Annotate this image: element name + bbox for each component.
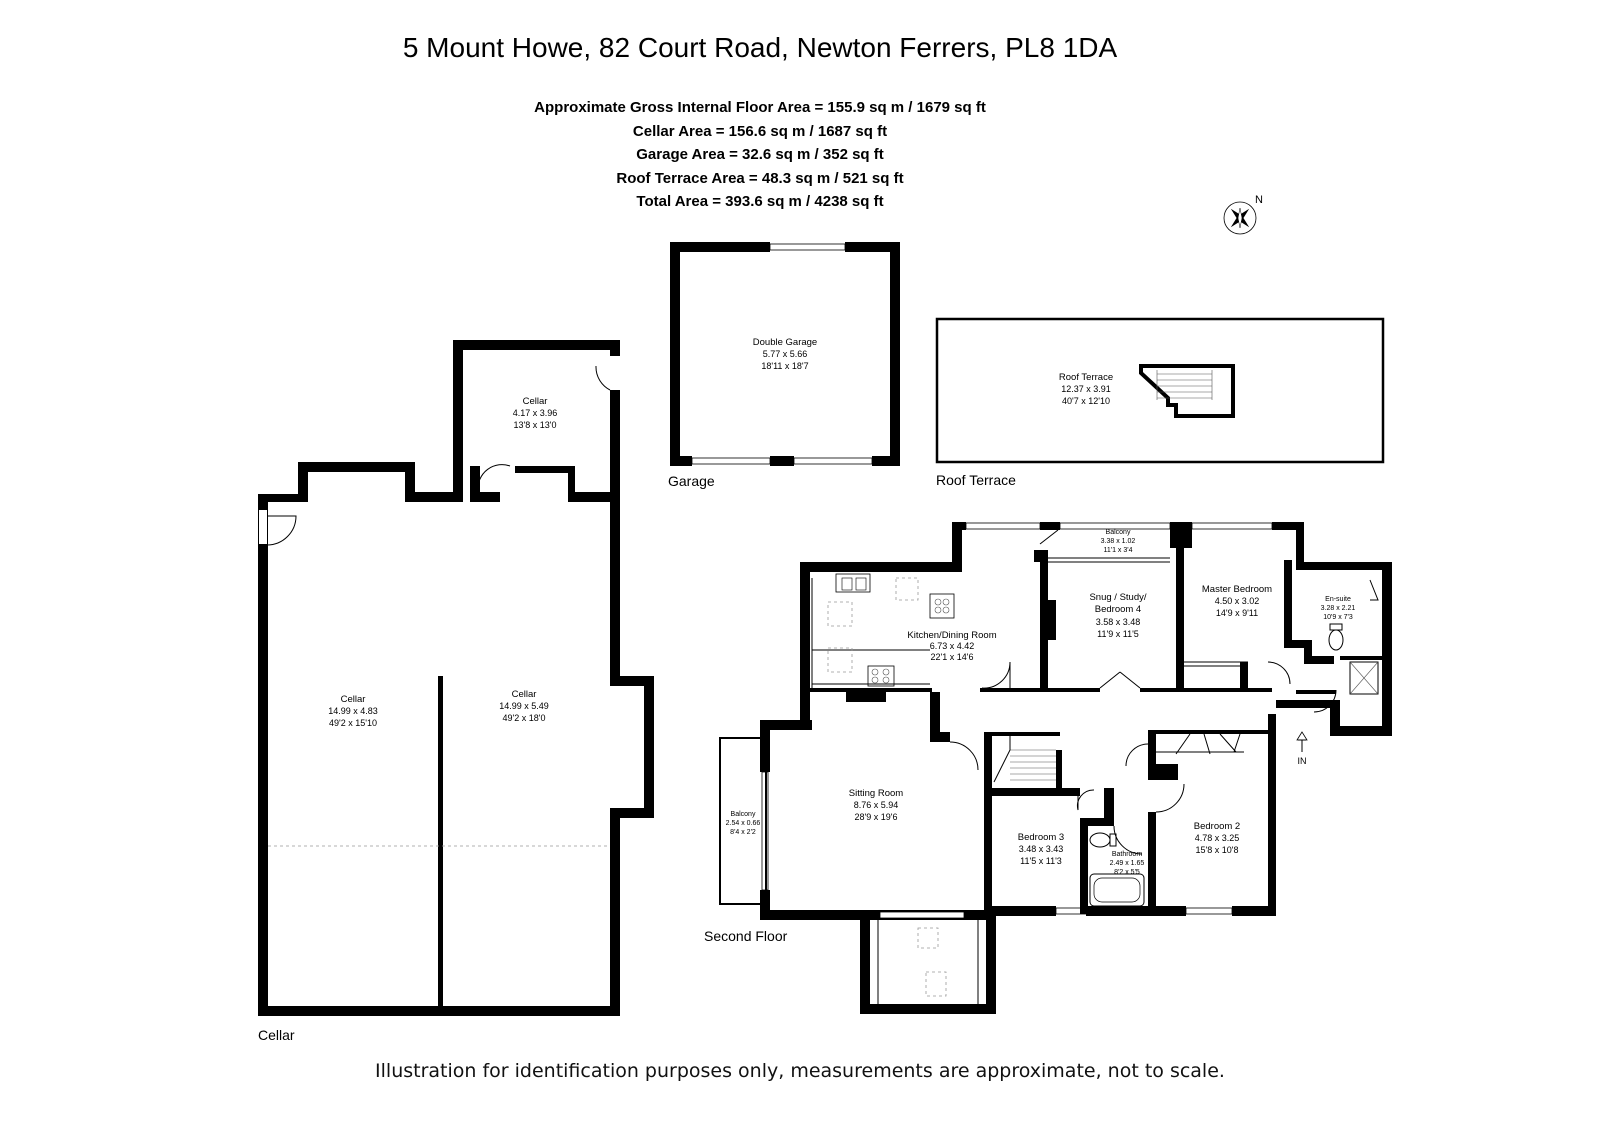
cellar-small-metric: 4.17 x 3.96 (513, 408, 558, 418)
roof-terrace-area: Roof Terrace Area = 48.3 sq m / 521 sq f… (616, 169, 904, 187)
double-garage-imperial: 18'11 x 18'7 (761, 361, 808, 371)
kitchen-metric: 6.73 x 4.42 (930, 641, 975, 651)
total-area: Total Area = 393.6 sq m / 4238 sq ft (636, 193, 884, 210)
bedroom-3-metric: 3.48 x 3.43 (1019, 844, 1064, 854)
cellar-right-name: Cellar (512, 689, 537, 700)
bedroom-2-name: Bedroom 2 (1194, 821, 1240, 832)
cellar-left-name: Cellar (341, 694, 366, 705)
cellar-area: Cellar Area = 156.6 sq m / 1687 sq ft (632, 122, 888, 140)
balcony-top-imperial: 11'1 x 3'4 (1103, 547, 1132, 554)
second-floor-plan: IN Kitchen/Dining Room 6.73 x 4.42 22'1 … (704, 522, 1392, 1014)
master-bedroom-metric: 4.50 x 3.02 (1215, 596, 1260, 606)
bedroom-2-metric: 4.78 x 3.25 (1195, 833, 1240, 843)
snug-imperial: 11'9 x 11'5 (1097, 629, 1139, 639)
cellar-right-imperial: 49'2 x 18'0 (503, 713, 546, 723)
compass-icon: N (1223, 194, 1263, 235)
bedroom-3-name: Bedroom 3 (1018, 832, 1064, 843)
garage-plan: Double Garage 5.77 x 5.66 18'11 x 18'7 G… (668, 242, 900, 489)
balcony-left-imperial: 8'4 x 2'2 (730, 829, 756, 836)
cellar-left-imperial: 49'2 x 15'10 (329, 718, 377, 728)
bedroom-2-imperial: 15'8 x 10'8 (1196, 845, 1239, 855)
bathroom-imperial: 8'2 x 5'5 (1114, 869, 1140, 876)
snug-name-line1: Snug / Study/ (1089, 592, 1146, 603)
ensuite-imperial: 10'9 x 7'3 (1323, 614, 1353, 621)
snug-metric: 3.58 x 3.48 (1096, 617, 1141, 627)
balcony-left-metric: 2.54 x 0.66 (726, 820, 761, 827)
roof-terrace-plan: Roof Terrace 12.37 x 3.91 40'7 x 12'10 R… (935, 317, 1385, 488)
balcony-top-metric: 3.38 x 1.02 (1101, 538, 1136, 545)
sitting-room-name: Sitting Room (849, 788, 903, 799)
sitting-room-imperial: 28'9 x 19'6 (855, 812, 898, 822)
bedroom-3-imperial: 11'5 x 11'3 (1020, 856, 1062, 866)
second-floor-section-label: Second Floor (704, 928, 788, 944)
balcony-top-name: Balcony (1106, 529, 1131, 536)
master-bedroom-name: Master Bedroom (1202, 584, 1272, 595)
balcony-left-name: Balcony (731, 811, 756, 818)
area-summary: Approximate Gross Internal Floor Area = … (400, 96, 1120, 214)
kitchen-imperial: 22'1 x 14'6 (931, 652, 974, 662)
snug-name-line2: Bedroom 4 (1095, 604, 1141, 615)
disclaimer-footer: Illustration for identification purposes… (375, 1060, 1225, 1082)
double-garage-metric: 5.77 x 5.66 (763, 349, 808, 359)
roof-terrace-name: Roof Terrace (1059, 372, 1113, 383)
sitting-room-metric: 8.76 x 5.94 (854, 800, 899, 810)
roof-terrace-imperial: 40'7 x 12'10 (1062, 396, 1110, 406)
bathroom-metric: 2.49 x 1.65 (1110, 860, 1145, 867)
master-bedroom-imperial: 14'9 x 9'11 (1216, 608, 1258, 618)
bathroom-name: Bathroom (1112, 851, 1143, 858)
ensuite-name: En-suite (1325, 596, 1351, 603)
gross-internal-area: Approximate Gross Internal Floor Area = … (534, 99, 986, 116)
garage-area: Garage Area = 32.6 sq m / 352 sq ft (636, 146, 884, 163)
cellar-left-metric: 14.99 x 4.83 (328, 706, 378, 716)
roof-terrace-metric: 12.37 x 3.91 (1061, 384, 1111, 394)
kitchen-name: Kitchen/Dining Room (907, 630, 996, 641)
cellar-small-imperial: 13'8 x 13'0 (514, 420, 557, 430)
ensuite-metric: 3.28 x 2.21 (1321, 605, 1356, 612)
property-address-title: 5 Mount Howe, 82 Court Road, Newton Ferr… (402, 32, 1118, 63)
garage-section-label: Garage (668, 473, 715, 489)
cellar-section-label: Cellar (258, 1027, 295, 1043)
cellar-small-name: Cellar (523, 396, 548, 407)
entrance-label: IN (1298, 756, 1307, 766)
cellar-right-metric: 14.99 x 5.49 (499, 701, 549, 711)
roof-terrace-section-label: Roof Terrace (936, 472, 1016, 488)
compass-north-label: N (1255, 194, 1263, 206)
double-garage-name: Double Garage (753, 337, 817, 348)
cellar-plan: Cellar 4.17 x 3.96 13'8 x 13'0 Cellar 14… (258, 340, 654, 1043)
